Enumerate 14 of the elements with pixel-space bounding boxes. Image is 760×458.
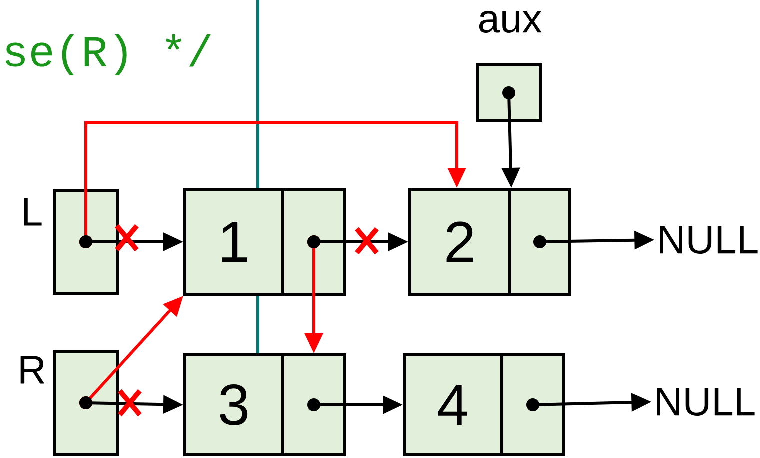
null-label: NULL [660,226,758,254]
null-label: NULL [657,388,755,416]
list-cell [282,188,346,296]
variable-name: L [24,198,42,226]
variable-name: aux [479,11,542,33]
data-cell: 2 [408,188,512,296]
variable-name: R [20,356,45,384]
data-cell: 3 [184,354,284,456]
data-cell: 1 [184,188,284,296]
data-cell: 4 [403,354,503,456]
list-cell [282,354,346,456]
list-cell [500,354,566,456]
list-cell [508,188,572,296]
code-comment: se(R) */ [6,34,211,76]
